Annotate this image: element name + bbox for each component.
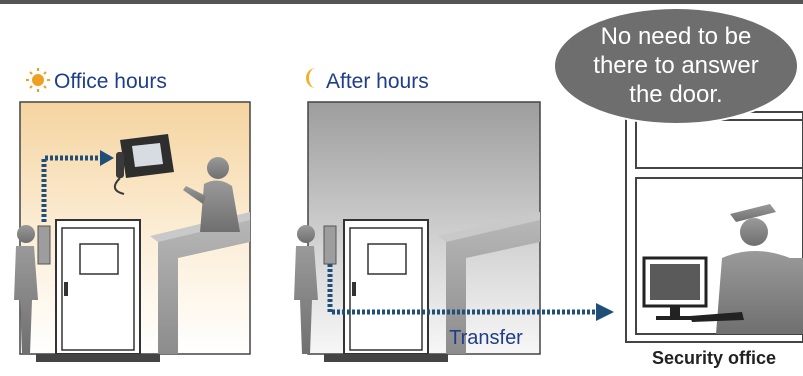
moon-icon [306,68,316,88]
speech-bubble: No need to be there to answer the door. [554,8,798,124]
security-office-label: Security office [652,348,776,368]
bubble-line-3: the door. [629,81,722,108]
door-station-icon-after-hours [324,226,336,264]
door-station-icon [38,226,50,264]
transfer-label: Transfer [449,327,523,349]
bubble-line-1: No need to be [601,23,752,50]
sun-icon [26,68,50,92]
office-hours-panel: Office hours [14,68,250,362]
top-border [0,0,803,4]
after-hours-label: After hours [326,70,429,93]
bubble-line-2: there to answer [593,52,758,79]
after-hours-panel: After hours [294,68,540,362]
office-hours-label: Office hours [54,70,167,93]
security-office-panel: Security office [626,112,803,368]
